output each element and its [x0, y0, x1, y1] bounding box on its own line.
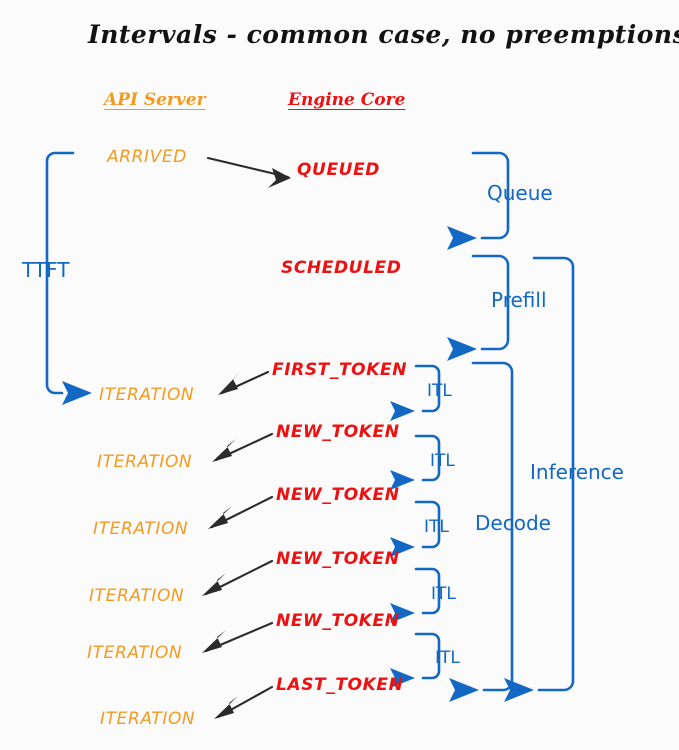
- interval-bracket-itl-4: [390, 567, 441, 623]
- state-iteration-6: ITERATION: [100, 709, 196, 729]
- interval-label-prefill: Prefill: [491, 288, 547, 312]
- state-iteration-2: ITERATION: [97, 452, 193, 472]
- interval-label-inference: Inference: [530, 460, 624, 484]
- interval-bracket-decode: [449, 361, 514, 702]
- column-header-engine-core: Engine Core: [288, 90, 406, 110]
- state-queued: QUEUED: [297, 160, 380, 180]
- interval-label-ttft: TTFT: [22, 258, 70, 282]
- interval-bracket-inference: [504, 256, 575, 702]
- interval-bracket-ttft: [45, 151, 92, 405]
- interval-label-itl-5: ITL: [435, 648, 460, 668]
- arrow-new-token-to-iteration-5: [202, 621, 274, 653]
- interval-label-itl-1: ITL: [427, 381, 452, 401]
- interval-label-itl-4: ITL: [431, 584, 456, 604]
- arrow-new-token-to-iteration-4: [202, 559, 274, 596]
- state-new-token-3: NEW_TOKEN: [276, 549, 400, 569]
- state-scheduled: SCHEDULED: [281, 258, 402, 278]
- column-header-api-server: API Server: [104, 90, 206, 110]
- interval-label-queue: Queue: [487, 181, 553, 205]
- arrow-last-token-to-iteration-6: [214, 685, 274, 719]
- state-new-token-2: NEW_TOKEN: [276, 485, 400, 505]
- state-new-token-4: NEW_TOKEN: [276, 611, 400, 631]
- interval-label-itl-2: ITL: [430, 451, 455, 471]
- interval-bracket-itl-5: [390, 632, 441, 688]
- arrow-arrived-to-queued: [206, 156, 291, 188]
- arrow-first-token-to-iteration-1: [218, 370, 270, 395]
- state-iteration-1: ITERATION: [99, 385, 195, 405]
- interval-bracket-queue: [447, 151, 510, 250]
- interval-bracket-itl-2: [390, 434, 441, 490]
- state-first-token: FIRST_TOKEN: [272, 360, 408, 380]
- interval-label-decode: Decode: [475, 511, 551, 535]
- diagram-title: Intervals - common case, no preemptions: [88, 20, 679, 49]
- state-last-token: LAST_TOKEN: [276, 675, 404, 695]
- state-iteration-4: ITERATION: [89, 586, 185, 606]
- state-arrived: ARRIVED: [107, 147, 187, 167]
- interval-bracket-prefill: [447, 254, 510, 361]
- state-new-token-1: NEW_TOKEN: [276, 422, 400, 442]
- interval-label-itl-3: ITL: [424, 517, 449, 537]
- state-iteration-5: ITERATION: [87, 643, 183, 663]
- arrow-new-token-to-iteration-2: [212, 432, 274, 462]
- state-iteration-3: ITERATION: [93, 519, 189, 539]
- interval-bracket-itl-3: [390, 500, 441, 557]
- interval-bracket-itl-1: [390, 364, 441, 421]
- arrow-new-token-to-iteration-3: [208, 495, 274, 529]
